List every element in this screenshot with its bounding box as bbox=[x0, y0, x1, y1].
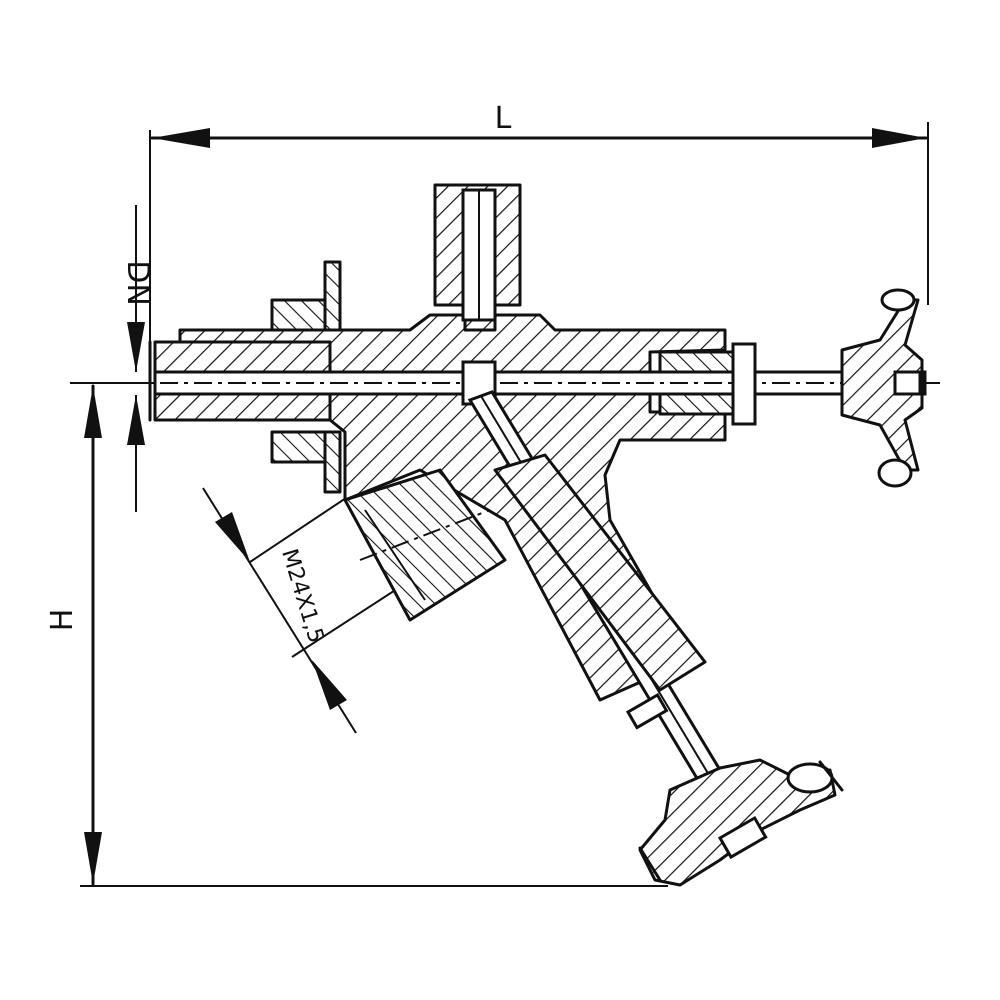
gland-top bbox=[658, 350, 737, 374]
angled-stem bbox=[467, 390, 844, 887]
arrow-down-icon bbox=[215, 512, 250, 562]
valve-body bbox=[148, 183, 927, 702]
arrow-up-icon bbox=[312, 660, 347, 710]
dimension-dn: DN bbox=[120, 205, 155, 512]
arrow-up-icon bbox=[84, 386, 102, 438]
right-handwheel bbox=[840, 288, 924, 488]
upper-body bbox=[178, 313, 727, 374]
gland-bottom bbox=[658, 392, 737, 416]
flange-plate-bottom bbox=[323, 430, 342, 494]
lower-handwheel-hub bbox=[638, 758, 837, 887]
flange-plate-top bbox=[323, 260, 342, 332]
dimension-l: L bbox=[149, 101, 929, 345]
inlet-pipe-bottom bbox=[153, 392, 332, 422]
lower-handwheel-nut bbox=[717, 815, 768, 860]
arrow-down-icon bbox=[84, 832, 102, 884]
handwheel-grip-bottom bbox=[877, 458, 913, 488]
arrow-right-icon bbox=[872, 128, 926, 148]
arrow-left-icon bbox=[152, 128, 210, 148]
height-label: H bbox=[45, 609, 80, 632]
gland-nut bbox=[731, 342, 757, 426]
inlet-pipe-top bbox=[153, 340, 332, 374]
nominal-diameter-label: DN bbox=[120, 260, 155, 306]
arrow-down-icon bbox=[127, 322, 145, 372]
side-port-body bbox=[343, 468, 507, 622]
thread-label: M24X1,5 bbox=[276, 546, 328, 646]
arrow-up-icon bbox=[127, 395, 145, 445]
flange-top bbox=[270, 298, 327, 332]
side-port bbox=[343, 468, 507, 622]
bonnet bbox=[493, 453, 707, 692]
handwheel-nut bbox=[893, 370, 922, 396]
bonnet-nut bbox=[625, 692, 669, 730]
length-label: L bbox=[495, 101, 512, 136]
handwheel-grip-top bbox=[880, 288, 916, 312]
flange-bottom bbox=[270, 430, 327, 464]
